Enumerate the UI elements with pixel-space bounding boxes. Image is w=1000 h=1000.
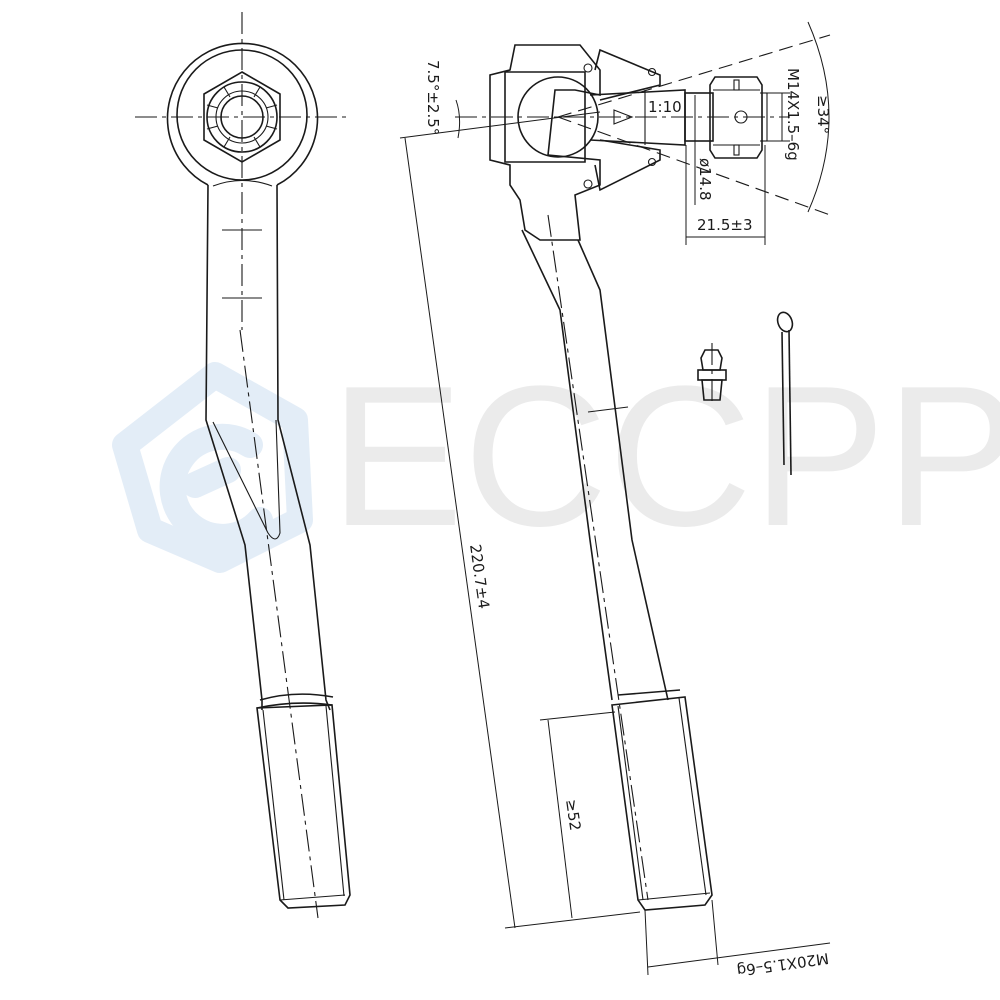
- arm-right-edge: [276, 184, 331, 711]
- thread-length-label: ≥52: [562, 798, 584, 832]
- swing-arc: [807, 21, 830, 213]
- boot-clip: [583, 63, 593, 73]
- nut-slot: [733, 144, 740, 156]
- castle-nut-icon: [203, 71, 281, 163]
- shank-collar: [617, 689, 681, 696]
- shank-collar: [256, 702, 333, 709]
- watermark: ECCPP: [112, 345, 1000, 573]
- shank-collar: [259, 693, 334, 701]
- arm-centerline: [547, 214, 649, 901]
- watermark-logo-icon: [112, 362, 313, 573]
- cotter-pin-icon: [776, 311, 794, 476]
- boot-clip: [583, 179, 593, 189]
- swing-angle-label: ≥34°: [814, 95, 832, 134]
- eye-arc: [212, 179, 273, 187]
- angle-arc: [455, 99, 461, 139]
- stud-length-label: 21.5±3: [697, 216, 753, 234]
- taper-label: 1:10: [648, 98, 682, 116]
- thread-line: [262, 709, 285, 901]
- side-section-view: 1:10: [399, 34, 831, 911]
- threaded-shank: [611, 696, 713, 911]
- bearing-liner: [504, 71, 586, 163]
- angle-reference-line: [399, 111, 601, 139]
- boot-clip: [647, 67, 657, 77]
- watermark-brand-text: ECCPP: [330, 345, 1000, 568]
- thread-line: [617, 705, 644, 901]
- overall-length-dim-line: [404, 137, 516, 929]
- arm-right-edge: [577, 239, 669, 701]
- ext-line: [711, 899, 719, 966]
- shank-chamfer: [637, 892, 711, 901]
- stud-diameter-label: ø14.8: [696, 158, 714, 201]
- socket-housing: [489, 44, 601, 241]
- angle-label: 7.5°±2.5°: [424, 60, 442, 135]
- thread-line: [325, 705, 345, 897]
- shank-thread-dim-line: [647, 942, 831, 968]
- swing-limit-line: [557, 34, 831, 118]
- ext-line: [644, 909, 649, 976]
- ext-line: [539, 711, 616, 721]
- thread-line: [678, 697, 707, 896]
- shank-centerline: [239, 329, 319, 919]
- stud-thread-label: M14X1.5–6g: [784, 68, 802, 161]
- castle-nut-side-icon: [709, 76, 763, 159]
- arm-left-edge: [521, 229, 613, 701]
- section-mark: [587, 406, 629, 413]
- dust-boot-top: [594, 48, 661, 101]
- arm-left-edge: [205, 184, 263, 710]
- ext-line: [504, 911, 641, 929]
- grease-fitting-icon: [697, 343, 727, 405]
- swing-limit-line: [557, 116, 831, 216]
- shank-chamfer: [279, 894, 346, 901]
- eye-outer-circle: [166, 42, 319, 186]
- arm-web-rib: [212, 419, 281, 540]
- boot-clip: [647, 157, 657, 167]
- top-view: [135, 12, 351, 919]
- thread-length-dim-line: [547, 719, 573, 919]
- nut-slot: [733, 79, 740, 91]
